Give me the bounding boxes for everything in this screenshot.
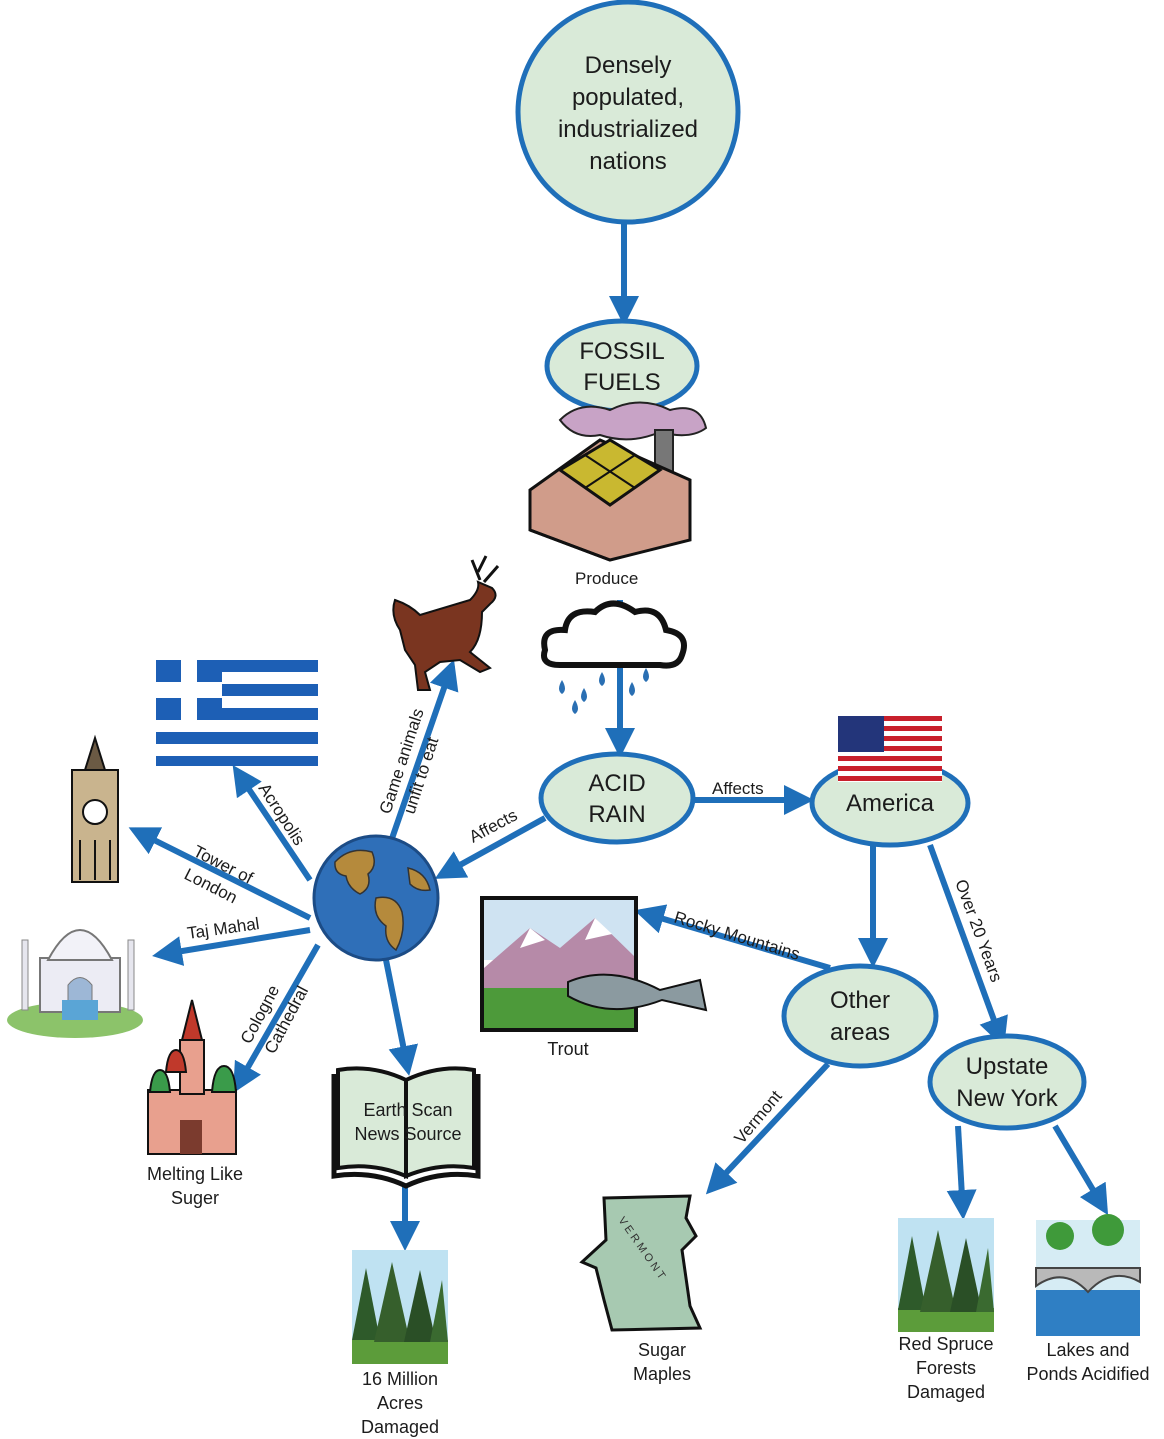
- node-other-areas: Other areas: [781, 963, 939, 1069]
- node-upstate-line2: New York: [956, 1085, 1058, 1112]
- caption-spruce-line2: Forests: [916, 1358, 976, 1378]
- node-nations: Densely populated, industrialized nation…: [515, 0, 741, 225]
- node-acid-rain: ACID RAIN: [538, 751, 696, 845]
- node-nations-line4: nations: [589, 148, 666, 175]
- spruce-forest-icon: [898, 1218, 994, 1332]
- caption-melting-line1: Melting Like: [147, 1164, 243, 1184]
- deer-icon: [392, 555, 500, 691]
- factory-icon: [528, 401, 708, 562]
- caption-lakes-line1: Lakes and: [1046, 1340, 1129, 1360]
- node-other-line2: areas: [830, 1019, 890, 1046]
- node-fossil-line1: FOSSIL: [579, 338, 664, 365]
- edges: [128, 222, 1109, 1251]
- st-basils-icon: [147, 999, 238, 1155]
- book-icon: [331, 1066, 481, 1189]
- label-affects-world: Affects: [466, 806, 521, 847]
- node-acid-line2: RAIN: [588, 801, 645, 828]
- edge-acid-world: [434, 815, 547, 879]
- edge-upstate-lakes: [1052, 1124, 1109, 1216]
- caption-sugar-line1: Sugar: [638, 1340, 686, 1360]
- label-affects-america: Affects: [712, 779, 764, 798]
- node-acid-line1: ACID: [588, 770, 645, 797]
- caption-acres-line1: 16 Million: [362, 1369, 438, 1389]
- caption-melting-line2: Suger: [171, 1188, 219, 1208]
- caption-acres-line2: Acres: [377, 1393, 423, 1413]
- edge-world-book: [382, 954, 419, 1076]
- edge-world-greece: [232, 765, 313, 882]
- vermont-map-icon: V E R M O N T: [579, 1194, 703, 1332]
- edge-world-london: [128, 827, 312, 921]
- node-upstate-line1: Upstate: [966, 1053, 1049, 1080]
- edge-upstate-spruce: [946, 1125, 977, 1220]
- edge-other-trout: [634, 904, 831, 971]
- globe-icon: [312, 834, 440, 962]
- node-nations-line3: industrialized: [558, 116, 698, 143]
- trout-mountain-icon: [480, 896, 708, 1032]
- big-ben-icon: [71, 734, 119, 883]
- node-upstate-ny: Upstate New York: [927, 1033, 1087, 1131]
- caption-spruce-line1: Red Spruce: [898, 1334, 993, 1354]
- node-other-line1: Other: [830, 987, 890, 1014]
- bridge-lake-icon: [1035, 1214, 1141, 1336]
- label-rocky-mountains: Rocky Mountains: [672, 908, 802, 964]
- us-flag-icon: [838, 716, 942, 782]
- rain-cloud-icon: [541, 600, 687, 714]
- node-america-label: America: [846, 790, 935, 817]
- forest-icon: [352, 1250, 448, 1364]
- greek-flag-icon: [156, 660, 318, 766]
- edge-world-taj: [152, 927, 311, 966]
- book-title-line1: Earth Scan: [363, 1100, 452, 1120]
- node-nations-line1: Densely: [585, 52, 672, 79]
- edge-other-vermont: [705, 1061, 831, 1195]
- caption-spruce-line3: Damaged: [907, 1382, 985, 1402]
- node-fossil-fuels: FOSSIL FUELS: [544, 318, 700, 414]
- edge-world-cologne: [233, 943, 321, 1094]
- edge-america-upstate: [927, 843, 1008, 1048]
- book-title-line2: News Source: [354, 1124, 461, 1144]
- caption-sugar-line2: Maples: [633, 1364, 691, 1384]
- caption-trout: Trout: [547, 1039, 588, 1059]
- edge-world-deer: [385, 659, 459, 851]
- node-fossil-line2: FUELS: [583, 369, 660, 396]
- node-nations-line2: populated,: [572, 84, 684, 111]
- caption-lakes-line2: Ponds Acidified: [1026, 1364, 1149, 1384]
- caption-acres-line3: Damaged: [361, 1417, 439, 1437]
- label-produce: Produce: [575, 569, 638, 588]
- taj-mahal-icon: [7, 929, 143, 1038]
